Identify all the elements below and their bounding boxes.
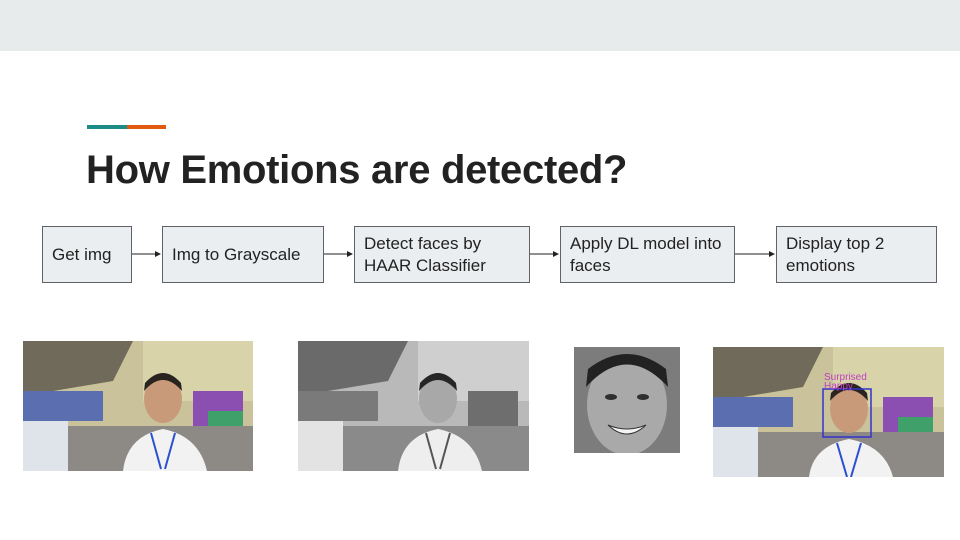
emotion-label: Happy (824, 381, 853, 392)
slide-title: How Emotions are detected? (86, 148, 628, 192)
step-grayscale: Img to Grayscale (162, 226, 324, 283)
grayscale-photo (298, 341, 529, 471)
step-display-emotions: Display top 2 emotions (776, 226, 937, 283)
accent-bar-teal (87, 125, 127, 129)
cropped-face-photo (574, 347, 680, 453)
face-detection-box (822, 388, 872, 438)
top-banner (0, 0, 960, 51)
accent-bar-orange (127, 125, 166, 129)
color-photo (23, 341, 253, 471)
step-label: Display top 2 emotions (786, 233, 885, 275)
step-detect-faces: Detect faces by HAAR Classifier (354, 226, 530, 283)
step-label: Get img (52, 244, 112, 264)
step-label: Img to Grayscale (172, 244, 301, 264)
detection-photo: Surprised Happy (713, 347, 944, 477)
step-label: Apply DL model into faces (570, 233, 722, 275)
step-label: Detect faces by HAAR Classifier (364, 233, 486, 275)
step-get-img: Get img (42, 226, 132, 283)
emotion-label: Surprised (824, 372, 867, 383)
step-apply-model: Apply DL model into faces (560, 226, 735, 283)
